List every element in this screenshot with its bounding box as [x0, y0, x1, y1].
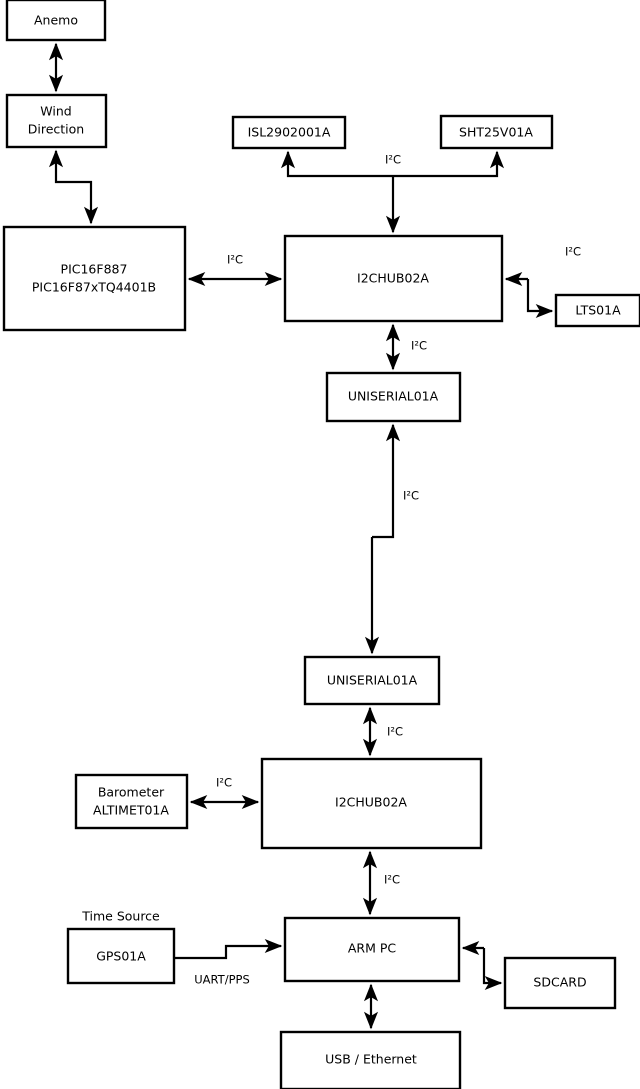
node-pic-mcu-label-line1: PIC16F887 — [61, 262, 128, 277]
node-wind-direction-label-line2: Direction — [28, 122, 84, 137]
node-sht25v01a-label: SHT25V01A — [459, 125, 533, 140]
node-isl2902001a-box[interactable] — [231, 115, 347, 150]
node-barometer-label-line2: ALTIMET01A — [93, 803, 169, 818]
edge-pic-wind — [48, 149, 99, 225]
node-i2chub02a-top-label: I2CHUB02A — [357, 271, 429, 286]
edge-label-gps-armpc: UART/PPS — [194, 973, 250, 987]
edge-label-hubtop-lts: I²C — [565, 245, 581, 259]
node-wind-direction-box[interactable] — [5, 93, 108, 149]
node-sdcard-label: SDCARD — [533, 975, 586, 990]
node-anemo-box[interactable] — [5, 0, 107, 42]
edge-uniserial2-hubbottom: I²C — [362, 706, 403, 757]
node-barometer-label-line1: Barometer — [98, 785, 165, 800]
node-arm-pc-label: ARM PC — [348, 941, 397, 956]
node-barometer[interactable]: Barometer ALTIMET01A — [74, 773, 189, 830]
node-wind-direction[interactable]: Wind Direction — [5, 93, 108, 149]
edge-pic-wind-line — [48, 149, 99, 225]
node-uniserial01a-lower-label: UNISERIAL01A — [327, 673, 418, 688]
edge-hubtop-sensors: I²C — [280, 150, 505, 234]
edge-hubbottom-armpc: I²C — [362, 850, 400, 916]
node-gps01a-label: GPS01A — [96, 949, 146, 964]
node-usb-ethernet[interactable]: USB / Ethernet — [279, 1030, 462, 1089]
edge-label-uniserial1-uniserial2: I²C — [403, 489, 419, 503]
node-lts01a-box[interactable] — [554, 293, 640, 328]
node-gps01a-box[interactable] — [66, 927, 176, 985]
node-usb-ethernet-box[interactable] — [279, 1030, 462, 1089]
node-arm-pc-box[interactable] — [283, 916, 461, 983]
node-pic-mcu[interactable]: PIC16F887 PIC16F87xTQ4401B — [2, 225, 187, 332]
node-wind-direction-label-line1: Wind — [40, 104, 71, 119]
node-pic-mcu-box[interactable] — [2, 225, 187, 332]
edge-gps-armpc-line — [174, 938, 283, 960]
edge-uniserial1-uniserial2: I²C — [364, 423, 419, 655]
edge-hubtop-lts: I²C — [504, 245, 581, 319]
node-isl2902001a[interactable]: ISL2902001A — [231, 115, 347, 150]
edge-label-hubbottom-armpc: I²C — [384, 873, 400, 887]
edge-gps-armpc: UART/PPS — [174, 938, 283, 987]
node-uniserial01a-upper-box[interactable] — [325, 371, 462, 423]
node-anemo-label: Anemo — [34, 13, 78, 28]
node-sht25v01a-box[interactable] — [439, 114, 554, 150]
node-uniserial01a-lower[interactable]: UNISERIAL01A — [303, 655, 441, 706]
edge-label-uniserial2-hubbottom: I²C — [387, 725, 403, 739]
edge-hubtop-to-lts-line — [526, 279, 554, 319]
node-pic-mcu-label-line2: PIC16F87xTQ4401B — [32, 280, 156, 295]
node-isl2902001a-label: ISL2902001A — [248, 125, 331, 140]
node-lts01a-label: LTS01A — [575, 303, 621, 318]
node-sht25v01a[interactable]: SHT25V01A — [439, 114, 554, 150]
edge-armpc-to-sdcard-line — [482, 948, 503, 991]
node-usb-ethernet-label: USB / Ethernet — [325, 1052, 417, 1067]
edge-uniserial2-to-uniserial1-line — [372, 423, 401, 539]
edge-hubtop-uniserial1: I²C — [385, 323, 427, 371]
edge-label-hubtop-sensors: I²C — [385, 153, 401, 167]
edge-label-barometer-hubbottom: I²C — [216, 776, 232, 790]
node-sdcard-box[interactable] — [503, 956, 617, 1010]
node-i2chub02a-bottom[interactable]: I2CHUB02A — [260, 757, 483, 850]
node-lts01a[interactable]: LTS01A — [554, 293, 640, 328]
time-source-label: Time Source — [81, 909, 160, 924]
node-sdcard[interactable]: SDCARD — [503, 956, 617, 1010]
node-gps01a[interactable]: GPS01A — [66, 927, 176, 985]
node-arm-pc[interactable]: ARM PC — [283, 916, 461, 983]
edge-label-hubtop-uniserial1: I²C — [411, 339, 427, 353]
edge-barometer-hubbottom: I²C — [189, 776, 260, 810]
node-i2chub02a-top[interactable]: I2CHUB02A — [283, 234, 504, 323]
node-i2chub02a-top-box[interactable] — [283, 234, 504, 323]
edge-label-pic-hubtop: I²C — [227, 253, 243, 267]
node-anemo[interactable]: Anemo — [5, 0, 107, 42]
node-barometer-box[interactable] — [74, 773, 189, 830]
node-uniserial01a-upper-label: UNISERIAL01A — [348, 389, 439, 404]
node-uniserial01a-lower-box[interactable] — [303, 655, 441, 706]
node-i2chub02a-bottom-box[interactable] — [260, 757, 483, 850]
edge-pic-hubtop: I²C — [187, 253, 283, 287]
node-uniserial01a-upper[interactable]: UNISERIAL01A — [325, 371, 462, 423]
node-i2chub02a-bottom-label: I2CHUB02A — [335, 795, 407, 810]
edge-armpc-sdcard — [461, 940, 503, 991]
